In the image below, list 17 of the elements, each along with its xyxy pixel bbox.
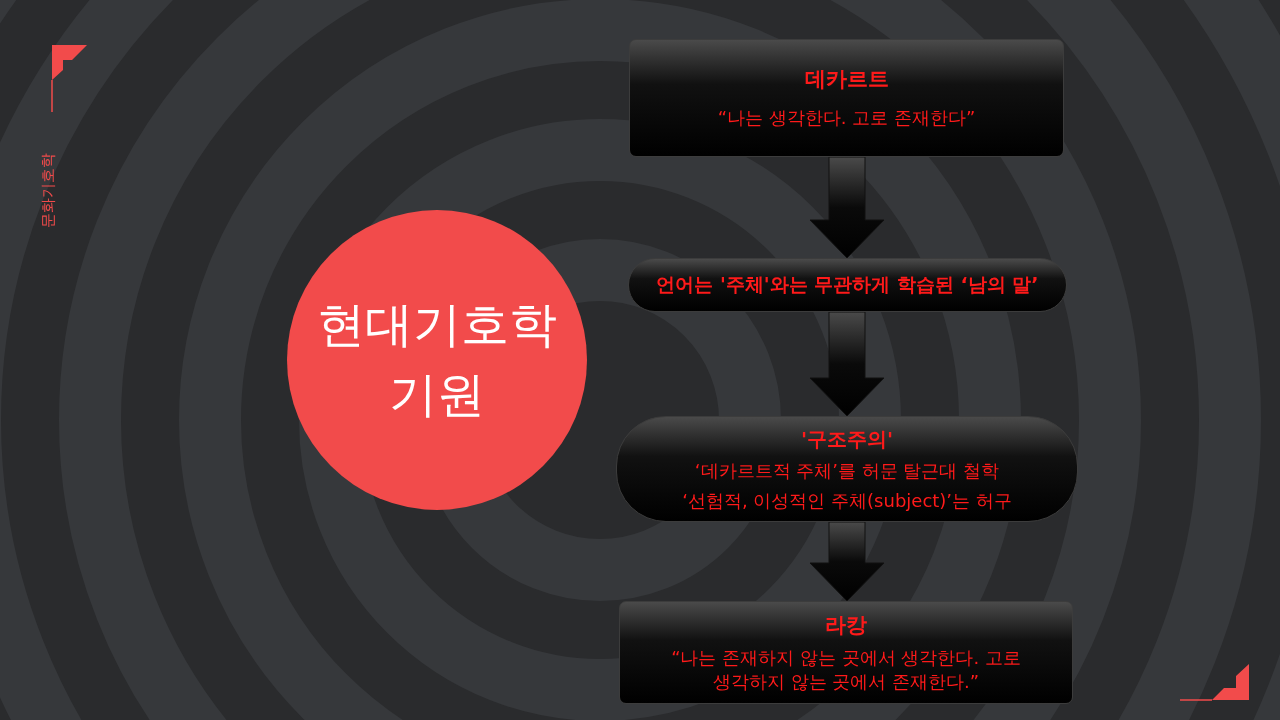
- block-arrow: [809, 156, 885, 259]
- heading-text: 언어는 '주체'와는 무관하게 학습된 ‘남의 말’: [656, 273, 1039, 297]
- block-arrow: [809, 521, 885, 602]
- process-box: [628, 258, 1067, 312]
- quote-text: “나는 존재하지 않는 곳에서 생각한다. 고로 생각하지 않는 곳에서 존재한다.”: [671, 646, 1021, 693]
- title-text: 현대기호학 기원: [317, 295, 557, 424]
- heading-text: '구조주의': [800, 426, 894, 452]
- heading-text: 데카르트: [804, 66, 889, 93]
- process-box: [619, 601, 1073, 704]
- quote-text: “나는 생각한다. 고로 존재한다”: [716, 106, 977, 130]
- process-box: [629, 39, 1064, 157]
- block-arrow: [809, 311, 885, 417]
- quote-text: ‘선험적, 이성적인 주체(subject)’는 허구: [682, 489, 1012, 512]
- heading-text: 라캉: [825, 612, 867, 639]
- quote-text: ‘데카르트적 주체’를 허문 탈근대 철학: [694, 459, 1000, 482]
- vertical-section-label: 문화기호학: [38, 152, 58, 228]
- process-box: [616, 416, 1078, 522]
